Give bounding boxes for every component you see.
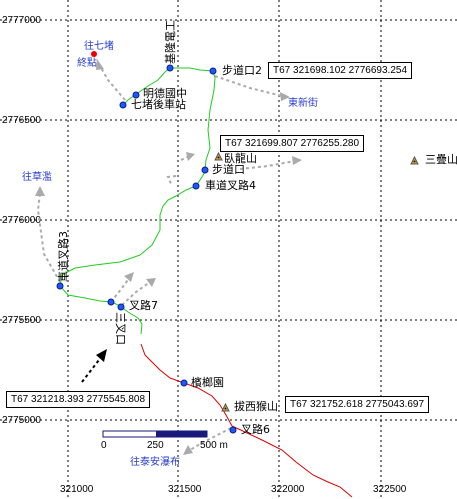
san-cha-kou-arrowhead: [96, 349, 107, 362]
waypoint: [166, 64, 174, 72]
waypoint: [107, 298, 115, 306]
scale-zero-label: 0: [101, 440, 107, 451]
peak-icon: [221, 402, 230, 412]
wolong-shan-label: 臥龍山: [224, 151, 257, 165]
y-tick-label: 2775000: [2, 415, 41, 426]
direction-arrows: [36, 65, 296, 451]
to-dongxin-label: 東新街: [288, 96, 318, 109]
y-tick-label: 2776000: [2, 215, 41, 226]
waypoint: [201, 166, 209, 174]
waypoint: [180, 379, 188, 387]
sandie-shan-label: 三疊山: [425, 153, 457, 166]
arrow-heads: [35, 59, 302, 455]
y-tick-label: 2777000: [2, 15, 41, 26]
cha-lu-7-label: 叉路7: [129, 299, 158, 312]
waypoint: [192, 182, 200, 190]
mingde-middle-label: 明德國中: [143, 86, 187, 100]
road: [140, 343, 353, 498]
coord-box: T67 321699.807 2776255.280: [220, 135, 365, 152]
waypoint: [119, 101, 127, 109]
waypoint: [229, 426, 237, 434]
x-tick-label: 322000: [271, 484, 305, 495]
coord-box: T67 321698.102 2776693.254: [268, 62, 413, 79]
chedao-cha-3-label: 車道叉路3: [56, 231, 70, 282]
coord-box: T67 321218.393 2775545.808: [6, 391, 151, 408]
peak-icon: [214, 151, 223, 161]
scale-end-label: 500 m: [200, 440, 228, 451]
buddao-kou-2-label: 步道口2: [222, 63, 262, 77]
x-tick-label: 322500: [373, 484, 407, 495]
peak-icon: [410, 155, 419, 165]
jilong-factory-label: 基隆電工: [163, 20, 177, 64]
binlang-yuan-label: 檳榔園: [191, 375, 224, 389]
cha-lu-6-label: 叉路6: [241, 423, 270, 436]
qidu-depot-label: 七堵後車站: [131, 97, 186, 111]
to-caoyuan-label: 往草濫: [22, 170, 52, 183]
x-tick-label: 321500: [168, 484, 202, 495]
baxi-hou-shan-label: 拔西猴山: [234, 399, 278, 413]
waypoint: [132, 91, 140, 99]
scale-mid-label: 250: [147, 440, 164, 451]
buddao-kou-label: 步道口: [212, 162, 245, 176]
to-qidu-label: 往七堵: [84, 39, 114, 52]
san-cha-kou-arrow: [81, 355, 103, 383]
x-tick-label: 321000: [60, 484, 94, 495]
san-cha-kou-label: 三叉口: [114, 312, 127, 345]
hiking-trail: [59, 67, 216, 335]
waypoint: [209, 67, 217, 75]
scale-bar: [102, 430, 208, 438]
coord-box: T67 321752.618 2775043.697: [285, 396, 430, 413]
to-taian-label: 往泰安瀑布: [130, 455, 180, 468]
chedao-cha-4-label: 車道叉路4: [205, 178, 256, 192]
waypoints: [56, 64, 237, 434]
waypoint: [56, 282, 64, 290]
waypoint: [117, 303, 125, 311]
end-point-label: 終點: [77, 56, 97, 69]
y-tick-label: 2776500: [2, 115, 41, 126]
end-point-marker: [91, 51, 97, 57]
y-tick-label: 2775500: [2, 315, 41, 326]
